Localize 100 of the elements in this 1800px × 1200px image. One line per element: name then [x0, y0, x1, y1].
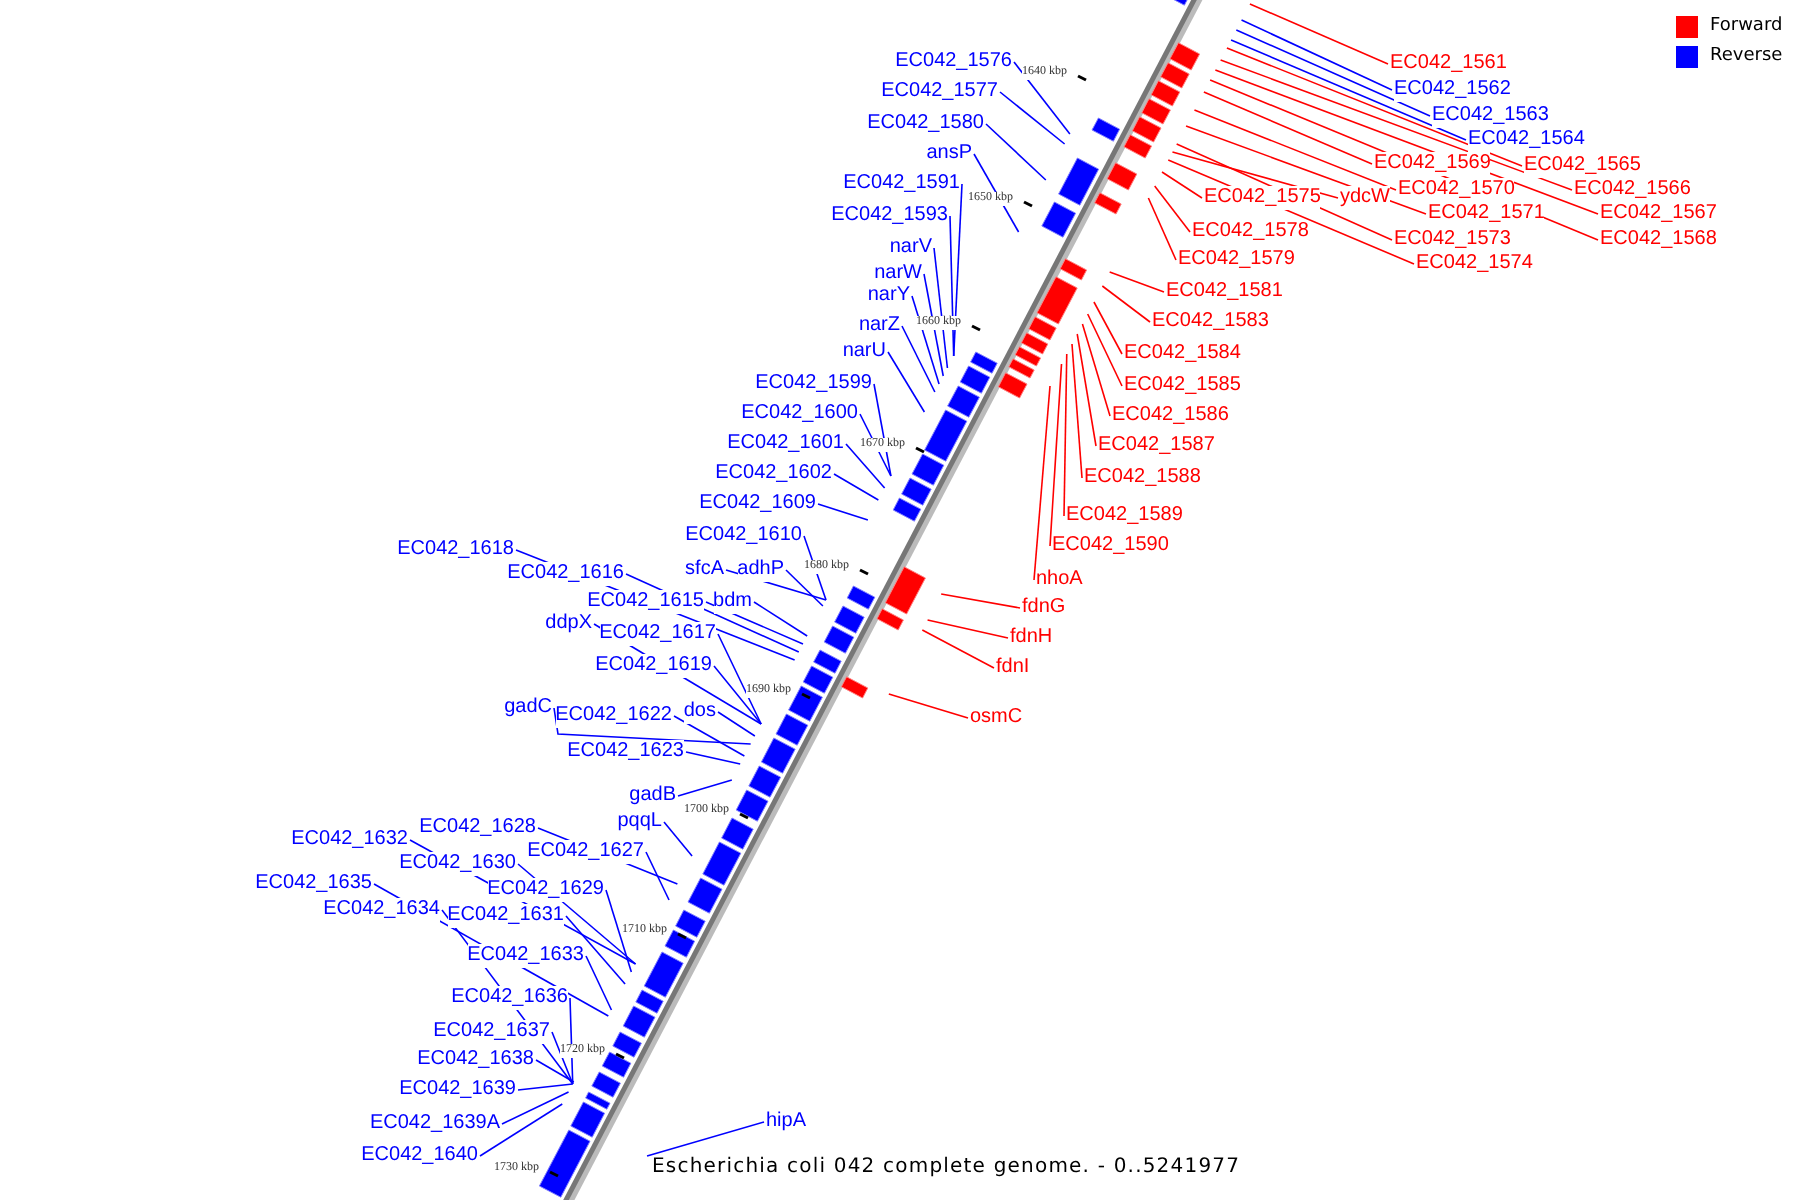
gene-label: EC042_1640: [361, 1144, 478, 1168]
leader-line: [803, 535, 827, 601]
gene-label: EC042_1581: [1166, 280, 1283, 304]
leader-line: [585, 955, 613, 1011]
gene-label: gadB: [629, 784, 676, 808]
gene-label: pqqL: [617, 810, 662, 834]
leader-line: [1235, 29, 1431, 117]
gene-label: EC042_1627: [527, 840, 644, 864]
gene-label: EC042_1619: [595, 654, 712, 678]
gene-label: EC042_1601: [727, 432, 844, 456]
gene-label: EC042_1618: [397, 538, 514, 562]
gene-label: EC042_1564: [1468, 128, 1585, 152]
leader-line: [926, 619, 1009, 639]
gene-label: ydcW: [1340, 186, 1390, 210]
gene-label: EC042_1637: [433, 1020, 550, 1044]
leader-line: [785, 569, 824, 607]
leader-line: [705, 601, 804, 645]
leader-line: [859, 413, 892, 477]
gene-label: EC042_1583: [1152, 310, 1269, 334]
leader-line: [952, 183, 963, 357]
leader-line: [1049, 363, 1063, 547]
gene-label: EC042_1563: [1432, 104, 1549, 128]
leader-line: [833, 473, 880, 501]
leader-line: [1153, 185, 1191, 233]
gene-label: EC042_1631: [447, 904, 564, 928]
legend-label: Reverse: [1710, 46, 1783, 68]
leader-line: [1161, 171, 1203, 199]
gene-label: EC042_1593: [831, 204, 948, 228]
gene-label: EC042_1579: [1178, 248, 1295, 272]
gene-label: EC042_1616: [507, 562, 624, 586]
leader-line: [713, 665, 762, 725]
leader-line: [1063, 353, 1068, 517]
leader-line: [887, 351, 926, 413]
gene-label: EC042_1578: [1192, 220, 1309, 244]
gene-label: EC042_1634: [323, 898, 440, 922]
leader-line: [535, 1059, 575, 1083]
leader-line: [949, 215, 955, 357]
gene-label: EC042_1622: [555, 704, 672, 728]
leader-line: [1226, 47, 1523, 167]
leader-line: [551, 1031, 574, 1085]
gene-label: EC042_1567: [1600, 202, 1717, 226]
leader-line: [1203, 91, 1373, 165]
leader-line: [1071, 343, 1083, 479]
gene-label: adhP: [737, 558, 784, 582]
gene-label: EC042_1600: [741, 402, 858, 426]
gene-label: EC042_1584: [1124, 342, 1241, 366]
leader-line: [717, 633, 762, 725]
gene-label: EC042_1588: [1084, 466, 1201, 490]
gene-label: EC042_1628: [419, 816, 536, 840]
gene-label: gadC: [504, 696, 552, 720]
gene-label: EC042_1586: [1112, 404, 1229, 428]
leader-line: [725, 569, 827, 601]
gene-label: dos: [683, 700, 716, 724]
gene-label: EC042_1577: [881, 80, 998, 104]
leader-line: [845, 443, 886, 489]
leader-line: [501, 1091, 570, 1125]
gene-label: bdm: [713, 590, 752, 614]
leader-line: [1230, 39, 1467, 141]
gene-label: ddpX: [545, 612, 592, 636]
gene-label: EC042_1591: [843, 172, 960, 196]
leader-line: [1193, 109, 1397, 191]
gene-label: EC042_1630: [399, 852, 516, 876]
leader-line: [911, 295, 940, 385]
leader-line: [1093, 301, 1123, 355]
gene-label: EC042_1562: [1394, 78, 1511, 102]
leader-line: [933, 247, 949, 369]
gene-label: EC042_1635: [255, 872, 372, 896]
leader-line: [1081, 323, 1111, 417]
leader-line: [901, 325, 936, 393]
leader-line: [569, 997, 574, 1085]
leader-line: [517, 1083, 574, 1091]
leader-line: [479, 1103, 564, 1157]
gene-label: EC042_1632: [291, 828, 408, 852]
leader-line: [921, 629, 995, 669]
gene-label: EC042_1636: [451, 986, 568, 1010]
gene-label: EC042_1609: [699, 492, 816, 516]
gene-label: EC042_1623: [567, 740, 684, 764]
leader-line: [1249, 3, 1389, 65]
leader-line: [873, 383, 892, 477]
leader-line: [923, 273, 945, 377]
leader-line: [1219, 59, 1573, 191]
gene-label: EC042_1565: [1524, 154, 1641, 178]
gene-label: EC042_1639: [399, 1078, 516, 1102]
leader-line: [673, 715, 746, 757]
leader-line: [888, 693, 969, 719]
leader-line: [605, 889, 633, 973]
leader-line: [753, 601, 808, 637]
gene-label: EC042_1633: [467, 944, 584, 968]
gene-label: EC042_1638: [417, 1048, 534, 1072]
genome-caption: Escherichia coli 042 complete genome. - 0..5241977: [652, 1154, 1241, 1180]
leader-line: [663, 821, 693, 857]
gene-label: EC042_1574: [1416, 252, 1533, 276]
leader-line: [685, 751, 741, 765]
gene-label: EC042_1615: [587, 590, 704, 614]
gene-label: EC042_1589: [1066, 504, 1183, 528]
leader-line: [1108, 271, 1165, 293]
leader-line: [985, 123, 1047, 181]
gene-label: EC042_1573: [1394, 228, 1511, 252]
gene-label: EC042_1568: [1600, 228, 1717, 252]
gene-label: EC042_1569: [1374, 152, 1491, 176]
